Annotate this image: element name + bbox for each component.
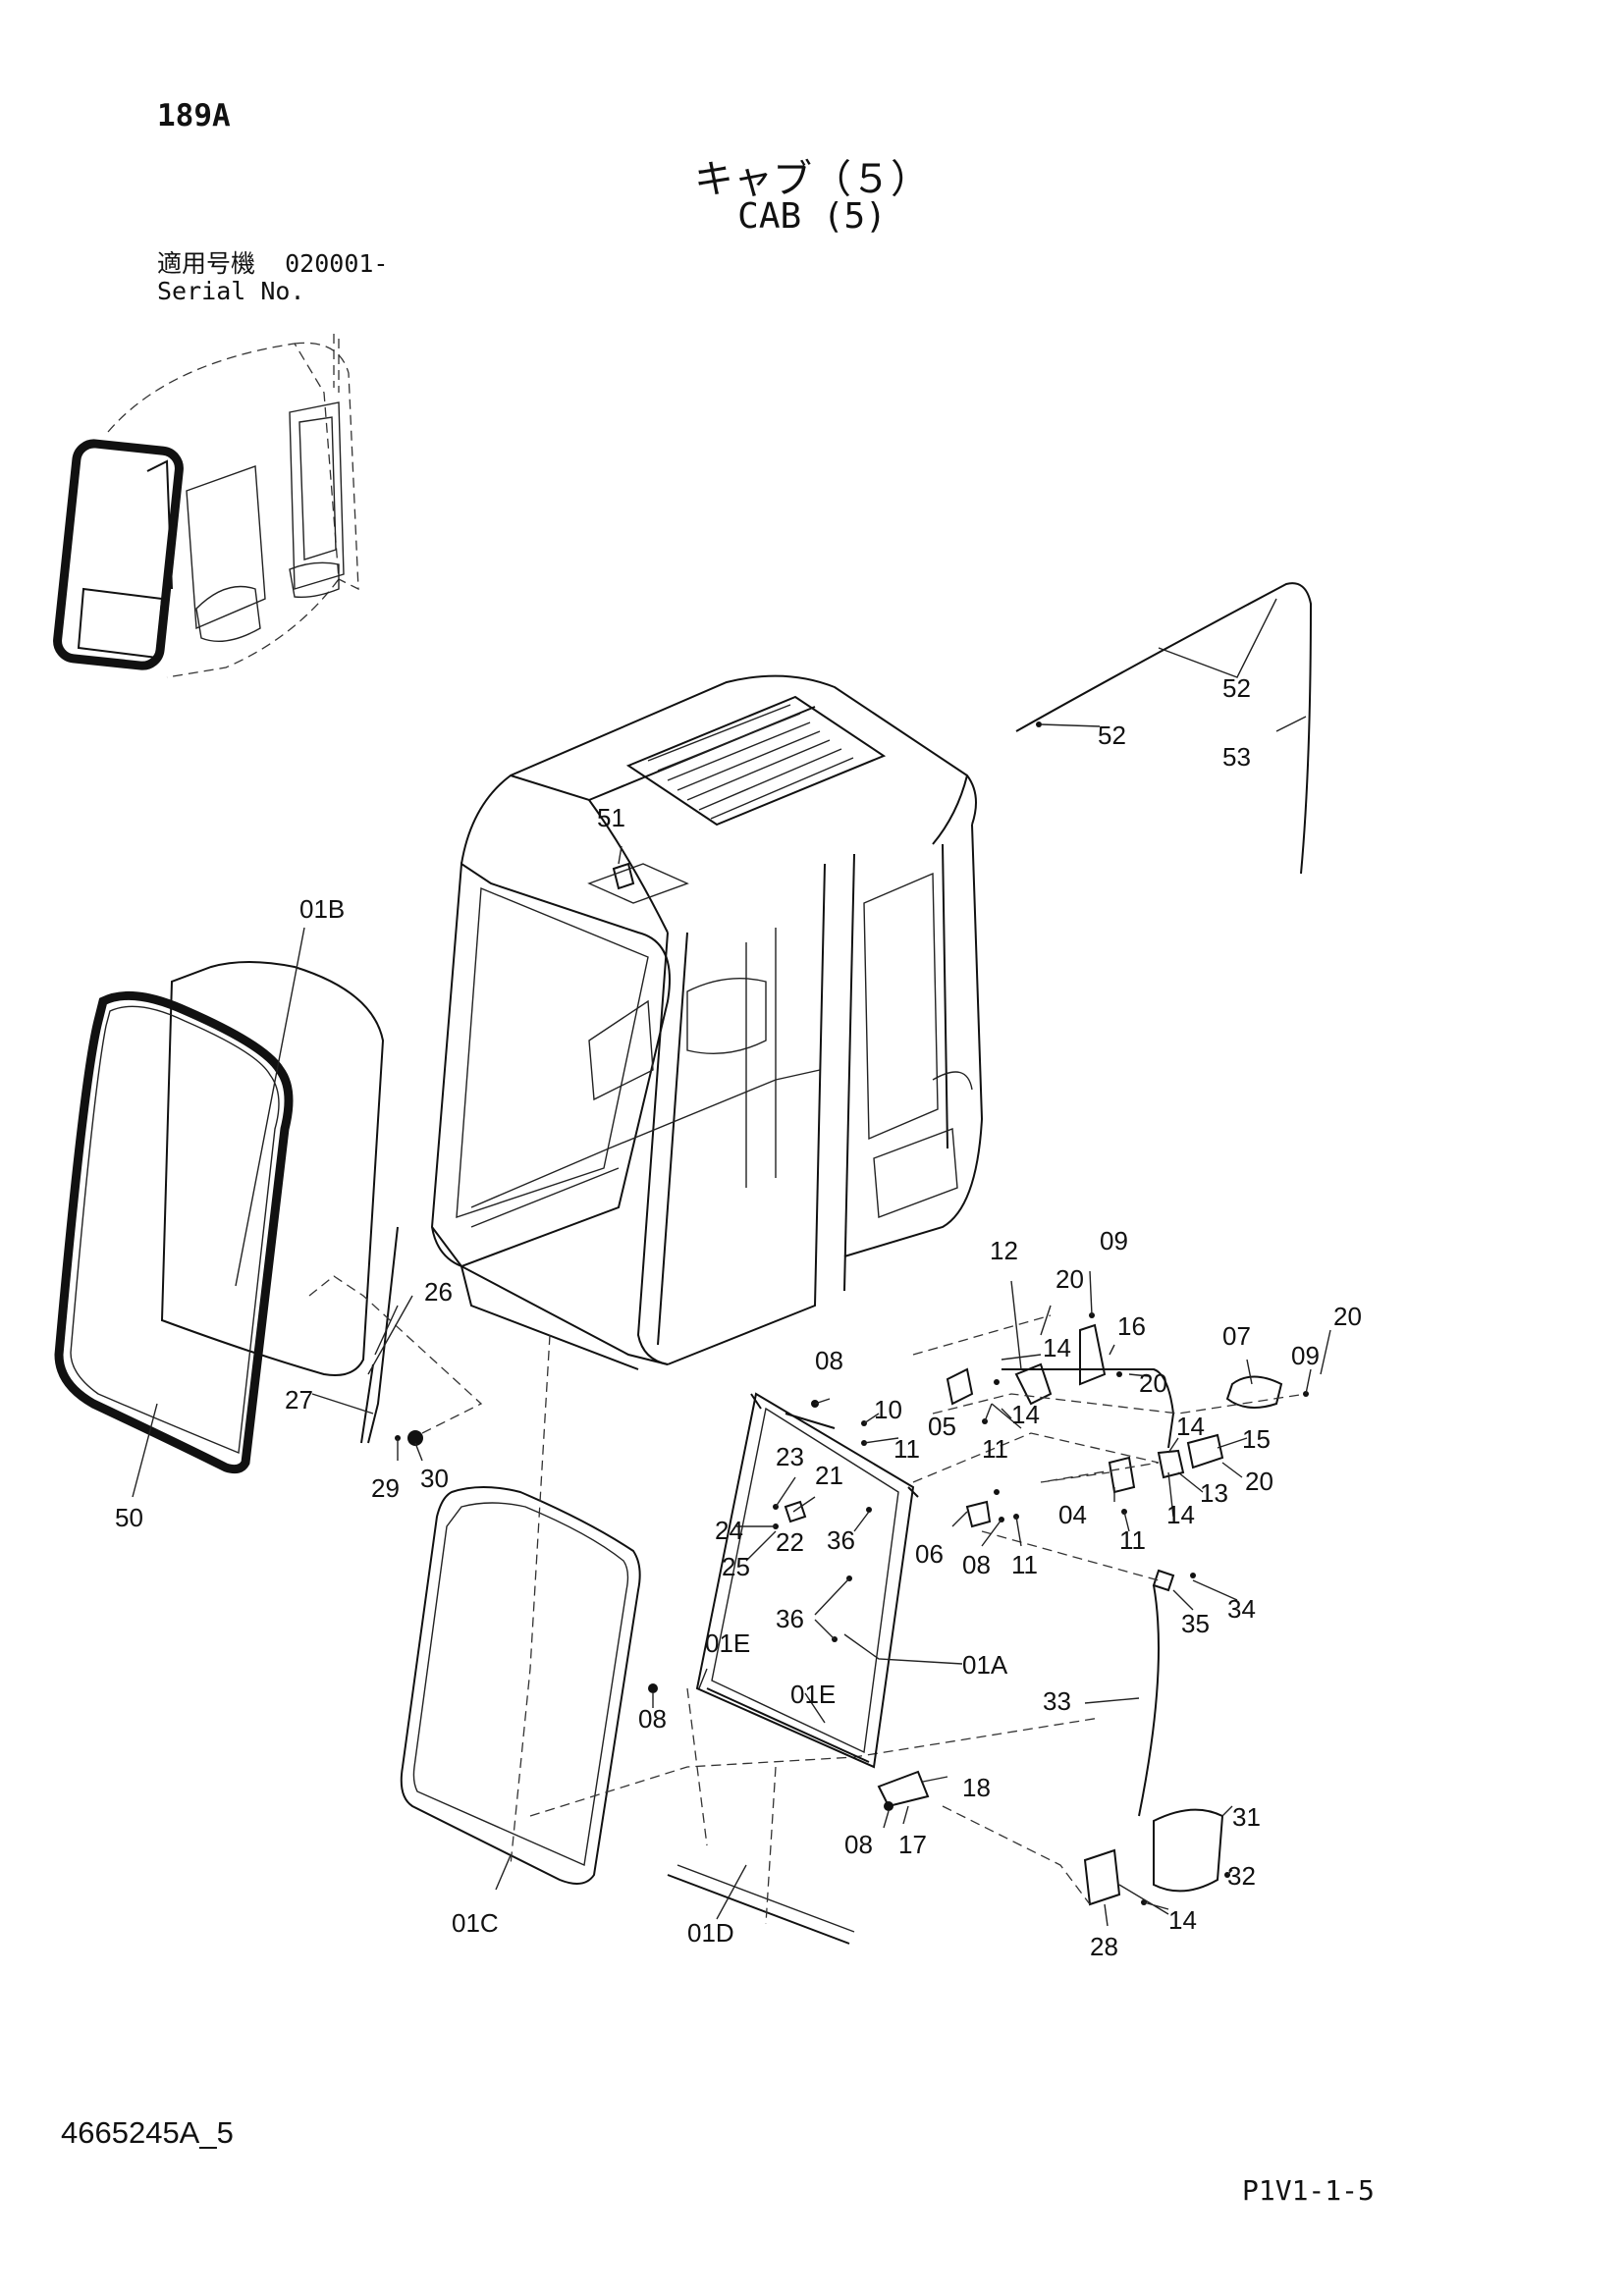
part-35 <box>1152 1569 1175 1592</box>
serial-label-jp: 適用号機 <box>157 249 256 278</box>
door-rail-01D <box>667 1874 850 1945</box>
callout-20-d: 20 <box>1245 1467 1273 1496</box>
callout-28: 28 <box>1090 1932 1118 1961</box>
callout-34: 34 <box>1227 1594 1256 1624</box>
leader-lines <box>132 598 1331 1927</box>
overview-cab-illustration <box>53 334 359 678</box>
drawing-number: 4665245A_5 <box>61 2115 234 2150</box>
callout-01B: 01B <box>299 894 345 924</box>
callout-31: 31 <box>1232 1802 1261 1832</box>
serial-info: 適用号機 020001- Serial No. <box>157 250 388 305</box>
callout-36-a: 36 <box>827 1525 855 1555</box>
part-06 <box>965 1500 992 1528</box>
callout-10: 10 <box>874 1395 902 1424</box>
part-28 <box>1083 1848 1121 1906</box>
callout-36-b: 36 <box>776 1604 804 1633</box>
callout-08-c: 08 <box>638 1704 667 1734</box>
callout-labels: 51 52 52 53 01B 26 27 29 30 50 12 09 20 … <box>115 673 1362 1961</box>
serial-label-en: Serial No. <box>157 277 305 305</box>
callout-13: 13 <box>1200 1478 1228 1508</box>
callout-01E-a: 01E <box>705 1629 750 1658</box>
part-21 <box>784 1500 807 1523</box>
callout-18: 18 <box>962 1773 991 1802</box>
callout-09-a: 09 <box>1100 1226 1128 1255</box>
callout-25: 25 <box>722 1552 750 1581</box>
part-16 <box>1079 1323 1107 1386</box>
callout-11-d: 11 <box>1119 1525 1146 1555</box>
callout-01E-b: 01E <box>790 1680 836 1709</box>
callout-29: 29 <box>371 1473 400 1503</box>
callout-30: 30 <box>420 1464 449 1493</box>
callout-24: 24 <box>715 1516 743 1545</box>
callout-14-a: 14 <box>1043 1333 1071 1362</box>
callout-05: 05 <box>928 1412 956 1441</box>
door-glass-assembly <box>400 1334 1101 1885</box>
serial-value: 020001- <box>285 249 389 278</box>
callout-14-c: 14 <box>1176 1412 1205 1441</box>
callout-14-b: 14 <box>1011 1400 1040 1429</box>
weatherstrip-52-53 <box>1015 582 1313 875</box>
front-glass-assembly <box>54 961 483 1474</box>
callout-20-a: 20 <box>1056 1264 1084 1294</box>
title-japanese: キャブ（５） <box>694 157 930 202</box>
callout-20-c: 20 <box>1333 1302 1362 1331</box>
callout-14-e: 14 <box>1168 1905 1197 1935</box>
callout-07: 07 <box>1222 1321 1251 1351</box>
front-glass-seal-50 <box>54 990 294 1474</box>
overview-front-glass-seal <box>53 439 184 670</box>
callout-08-d: 08 <box>844 1830 873 1859</box>
callout-52-b: 52 <box>1098 721 1126 750</box>
callout-21: 21 <box>815 1461 843 1490</box>
part-12 <box>1014 1362 1053 1406</box>
door-glass-01C <box>400 1486 641 1885</box>
callout-53: 53 <box>1222 742 1251 772</box>
callout-20-b: 20 <box>1139 1368 1167 1398</box>
callout-11-c: 11 <box>1011 1550 1038 1579</box>
callout-01A: 01A <box>962 1650 1008 1680</box>
callout-14-d: 14 <box>1166 1500 1195 1529</box>
callout-01C: 01C <box>452 1908 499 1938</box>
callout-17: 17 <box>898 1830 927 1859</box>
callout-50: 50 <box>115 1503 143 1532</box>
callout-51: 51 <box>597 803 625 832</box>
callout-32: 32 <box>1227 1861 1256 1891</box>
callout-27: 27 <box>285 1385 313 1415</box>
callout-35: 35 <box>1181 1609 1210 1638</box>
callout-15: 15 <box>1242 1424 1271 1454</box>
callout-52-a: 52 <box>1222 673 1251 703</box>
callout-11-a: 11 <box>893 1434 920 1464</box>
cable-33 <box>1138 1584 1160 1817</box>
part-31 <box>1153 1808 1224 1893</box>
callout-23: 23 <box>776 1442 804 1471</box>
handrail-and-latch-parts <box>773 1312 1309 1906</box>
page-code: 189A <box>157 98 231 133</box>
sheet-number: P1V1-1-5 <box>1242 2174 1375 2207</box>
part-10 <box>785 1413 836 1429</box>
callout-08-b: 08 <box>962 1550 991 1579</box>
part-04 <box>1108 1456 1136 1494</box>
part-15 <box>1186 1433 1224 1469</box>
callout-16: 16 <box>1117 1311 1146 1341</box>
part-07 <box>1225 1375 1283 1409</box>
callout-06: 06 <box>915 1539 944 1569</box>
callout-22: 22 <box>776 1527 804 1557</box>
cab-frame <box>430 674 984 1370</box>
door-frame-01A <box>648 1392 919 1945</box>
callout-12: 12 <box>990 1236 1018 1265</box>
part-13 <box>1157 1449 1185 1479</box>
front-glass-01B <box>160 961 385 1376</box>
callout-09-b: 09 <box>1291 1341 1320 1370</box>
callout-08-a: 08 <box>815 1346 843 1375</box>
callout-04: 04 <box>1058 1500 1087 1529</box>
part-18 <box>877 1770 930 1808</box>
callout-33: 33 <box>1043 1686 1071 1716</box>
callout-26: 26 <box>424 1277 453 1307</box>
callout-01D: 01D <box>687 1918 734 1948</box>
part-05 <box>946 1367 974 1406</box>
title-english: CAB (5) <box>737 196 887 237</box>
callout-11-b: 11 <box>982 1434 1008 1464</box>
